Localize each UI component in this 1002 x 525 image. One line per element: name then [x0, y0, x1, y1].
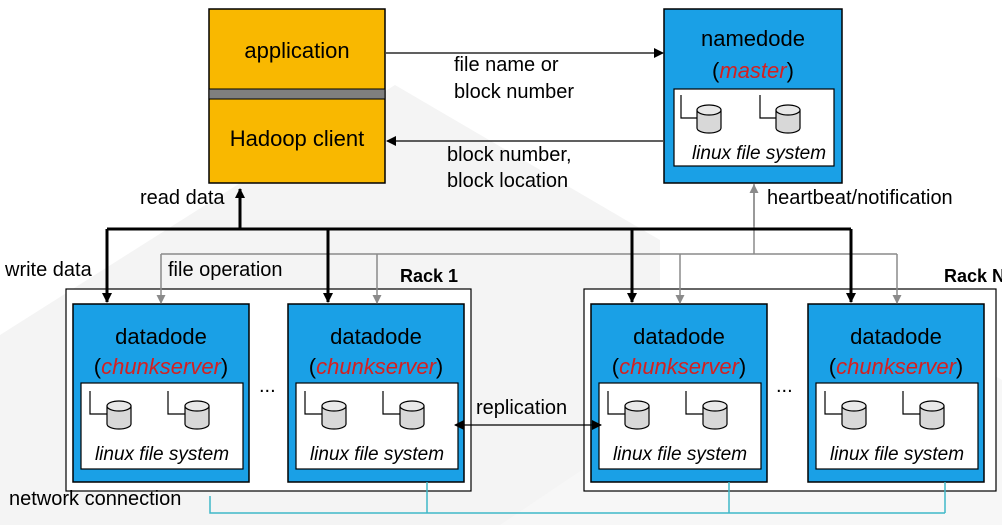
datanode-title: datadode: [633, 324, 725, 349]
disk-icon: [841, 400, 867, 430]
disk-icon: [321, 400, 347, 430]
network-connection-lines: [209, 482, 946, 514]
ellipsis-rack-1: ...: [259, 375, 276, 397]
application-label: application: [244, 38, 349, 63]
disk-icon: [184, 400, 210, 430]
datanode-fs-label: linux file system: [310, 444, 444, 465]
datanode-title: datadode: [330, 324, 422, 349]
disk-icon: [702, 400, 728, 430]
namenode-fs-label: linux file system: [692, 143, 826, 164]
network-connection-label: network connection: [9, 488, 181, 510]
datanode-fs-label: linux file system: [95, 444, 229, 465]
file-name-label-2: block number: [454, 81, 574, 103]
datanode-title: datadode: [115, 324, 207, 349]
disk-icon: [919, 400, 945, 430]
namenode-role-text: master: [719, 58, 788, 83]
disk-icon: [624, 400, 650, 430]
datanode-fs-label: linux file system: [613, 444, 747, 465]
datanode-role: (chunkserver): [829, 354, 964, 379]
heartbeat-label: heartbeat/notification: [767, 187, 953, 209]
datanode-title: datadode: [850, 324, 942, 349]
datanode-box-3: datadode (chunkserver) linux file system: [590, 303, 768, 483]
datanode-box-1: datadode (chunkserver) linux file system: [72, 303, 250, 483]
datanode-box-2: datadode (chunkserver) linux file system: [287, 303, 465, 483]
write-data-label: write data: [4, 259, 93, 281]
rack-1-label: Rack 1: [400, 266, 458, 286]
data-transfer-lines: [102, 188, 856, 303]
datanode-role: (chunkserver): [94, 354, 229, 379]
datanode-role-text: chunkserver: [316, 354, 438, 379]
rack-n-label: Rack N: [944, 266, 1002, 286]
disk-icon: [696, 104, 722, 134]
hadoop-client-label: Hadoop client: [230, 126, 365, 151]
file-name-label-1: file name or: [454, 54, 559, 76]
replication-label: replication: [476, 397, 567, 419]
block-info-label-1: block number,: [447, 144, 572, 166]
datanode-role: (chunkserver): [309, 354, 444, 379]
read-data-label: read data: [140, 187, 225, 209]
datanode-fs-label: linux file system: [830, 444, 964, 465]
application-box: application Hadoop client: [208, 8, 386, 184]
disk-icon: [106, 400, 132, 430]
datanode-role-text: chunkserver: [619, 354, 741, 379]
disk-icon: [399, 400, 425, 430]
namenode-role: (master): [712, 58, 794, 83]
namenode-title: namedode: [701, 26, 805, 51]
ellipsis-rack-n: ...: [776, 375, 793, 397]
datanode-role-text: chunkserver: [101, 354, 223, 379]
datanode-box-4: datadode (chunkserver) linux file system: [807, 303, 985, 483]
file-operation-lines: [156, 184, 902, 304]
datanode-role: (chunkserver): [612, 354, 747, 379]
block-info-label-2: block location: [447, 170, 568, 192]
file-operation-label: file operation: [168, 259, 283, 281]
datanode-role-text: chunkserver: [836, 354, 958, 379]
disk-icon: [775, 104, 801, 134]
namenode-box: namedode (master) linux file system: [663, 8, 843, 184]
